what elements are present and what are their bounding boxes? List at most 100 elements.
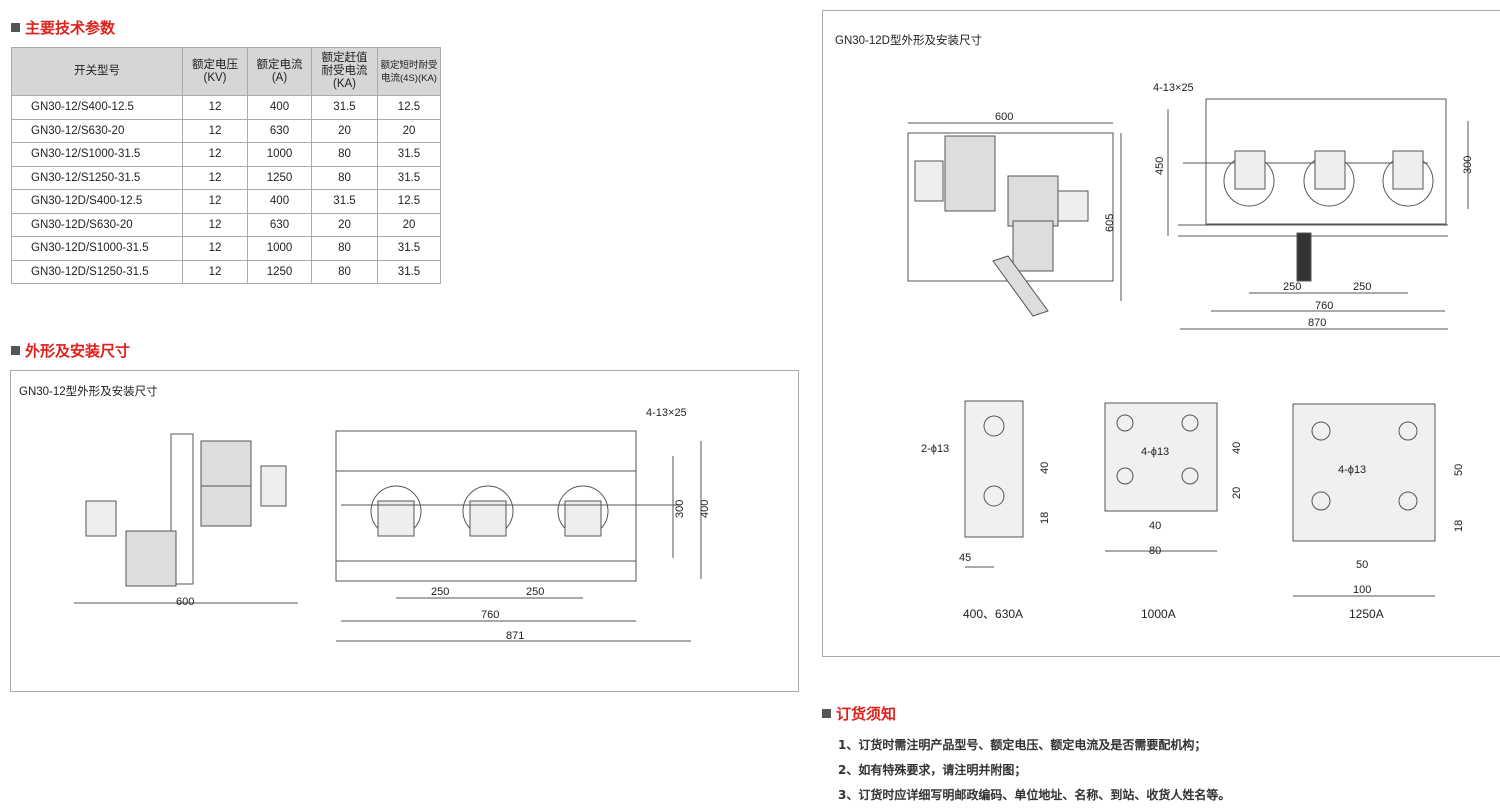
- dim-250: 250: [1353, 281, 1371, 293]
- value-cell: 400: [247, 189, 312, 214]
- terminal-dim: 100: [1353, 584, 1371, 596]
- terminal-dim: 50: [1356, 559, 1368, 571]
- terminal-dim: 18: [1039, 512, 1051, 524]
- bullet-square-icon: [11, 23, 20, 32]
- model-cell: GN30-12/S1250-31.5: [11, 165, 183, 190]
- terminal-label: 1250A: [1349, 607, 1384, 621]
- model-cell: GN30-12/S1000-31.5: [11, 142, 183, 167]
- terminal-dim: 40: [1149, 520, 1161, 532]
- table-header-row: 开关型号额定电压(KV)额定电流(A)额定赶值耐受电流(KA)额定短时耐受电流(…: [11, 47, 441, 96]
- terminal-dim: 40: [1039, 462, 1051, 474]
- terminal-dim: 80: [1149, 545, 1161, 557]
- value-cell: 1000: [247, 236, 312, 261]
- section-title-text: 主要技术参数: [25, 19, 116, 37]
- dim-300: 300: [1462, 156, 1474, 174]
- column-header-line: 额定短时耐受: [380, 59, 438, 71]
- value-cell: 80: [311, 142, 378, 167]
- model-cell: GN30-12D/S630-20: [11, 212, 183, 237]
- dim-250: 250: [526, 586, 544, 598]
- terminal-label: 1000A: [1141, 607, 1176, 621]
- dim-870: 870: [1308, 317, 1326, 329]
- terminal-1250a: 4-ϕ13 50 18 50 100 1250A: [1292, 403, 1465, 621]
- column-header-line: (KA): [333, 78, 356, 90]
- terminal-1000a: 4-ϕ13 40 20 40 80 1000A: [1104, 402, 1243, 621]
- front-frame: [335, 430, 637, 582]
- section-title-outline: 外形及安装尺寸: [11, 340, 130, 361]
- value-cell: 31.5: [377, 165, 441, 190]
- column-header-line: 耐受电流: [321, 65, 368, 77]
- value-cell: 12: [182, 142, 248, 167]
- terminal-dim: 50: [1453, 464, 1465, 476]
- value-cell: 630: [247, 118, 312, 143]
- value-cell: 80: [311, 259, 378, 284]
- drawing-caption: GN30-12D型外形及安装尺寸: [835, 35, 982, 47]
- bullet-square-icon: [822, 709, 831, 718]
- value-cell: 12: [182, 259, 248, 284]
- drawing-panel-gn30-12: GN30-12型外形及安装尺寸 600 4-13×25 300 400 250 …: [10, 370, 799, 692]
- value-cell: 31.5: [377, 236, 441, 261]
- drawing-caption: GN30-12型外形及安装尺寸: [19, 386, 158, 398]
- dim-760: 760: [481, 609, 499, 621]
- value-cell: 20: [311, 118, 378, 143]
- drawing-panel-gn30-12d: GN30-12D型外形及安装尺寸 600 605 4-13×25 450 300…: [822, 10, 1500, 657]
- value-cell: 1250: [247, 259, 312, 284]
- value-cell: 12.5: [377, 95, 441, 120]
- terminal-label: 400、630A: [963, 607, 1023, 621]
- value-cell: 12: [182, 118, 248, 143]
- value-cell: 31.5: [377, 259, 441, 284]
- column-header-line: 额定赶值: [321, 52, 368, 64]
- terminal-holes: 4-ϕ13: [1141, 446, 1169, 458]
- dim-300: 300: [674, 500, 686, 518]
- value-cell: 31.5: [311, 189, 378, 214]
- value-cell: 1000: [247, 142, 312, 167]
- value-cell: 20: [377, 212, 441, 237]
- value-cell: 12.5: [377, 189, 441, 214]
- terminal-holes: 2-ϕ13: [921, 443, 949, 455]
- spec-table: 开关型号额定电压(KV)额定电流(A)额定赶值耐受电流(KA)额定短时耐受电流(…: [11, 47, 441, 284]
- column-header: 额定短时耐受电流(4S)(KA): [377, 47, 441, 96]
- gn30-12-drawing: 600 4-13×25 300 400 250 250 760 871: [74, 407, 711, 642]
- column-header-line: (A): [271, 71, 288, 84]
- section-title-text: 外形及安装尺寸: [25, 342, 131, 360]
- column-header-line: 电流(4S)(KA): [381, 72, 437, 84]
- terminal-400-630a: 2-ϕ13 40 18 45 400、630A: [921, 400, 1051, 621]
- value-cell: 80: [311, 236, 378, 261]
- gn30-12d-drawing: 600 605 4-13×25 450 300 250 250 760 870 …: [907, 82, 1474, 621]
- terminal-dim: 20: [1231, 487, 1243, 499]
- column-header-line: 额定电压: [192, 58, 238, 71]
- terminal-holes: 4-ϕ13: [1338, 464, 1366, 476]
- section-title-text: 订货须知: [836, 705, 897, 723]
- dim-605: 605: [1104, 214, 1116, 232]
- dim-400: 400: [699, 500, 711, 518]
- value-cell: 31.5: [311, 95, 378, 120]
- order-notes: 1、订货时需注明产品型号、额定电压、额定电流及是否需要配机构； 2、如有特殊要求…: [838, 733, 1230, 808]
- terminal-dim: 18: [1453, 520, 1465, 532]
- section-title-order: 订货须知: [822, 703, 896, 724]
- model-cell: GN30-12D/S1250-31.5: [11, 259, 183, 284]
- note-item: 1、订货时需注明产品型号、额定电压、额定电流及是否需要配机构；: [838, 738, 1207, 752]
- value-cell: 31.5: [377, 142, 441, 167]
- model-cell: GN30-12D/S400-12.5: [11, 189, 183, 214]
- model-cell: GN30-12/S630-20: [11, 118, 183, 143]
- note-item: 2、如有特殊要求，请注明并附图；: [838, 763, 1027, 777]
- dim-250: 250: [1283, 281, 1301, 293]
- dim-600: 600: [995, 111, 1013, 123]
- dim-250: 250: [431, 586, 449, 598]
- dim-holes: 4-13×25: [1153, 82, 1194, 94]
- value-cell: 12: [182, 212, 248, 237]
- value-cell: 630: [247, 212, 312, 237]
- dim-600: 600: [176, 596, 194, 608]
- dim-760: 760: [1315, 300, 1333, 312]
- section-title-params: 主要技术参数: [11, 17, 115, 38]
- value-cell: 20: [377, 118, 441, 143]
- dim-holes: 4-13×25: [646, 407, 687, 419]
- model-cell: GN30-12/S400-12.5: [11, 95, 183, 120]
- column-header-line: (KV): [203, 71, 227, 84]
- model-cell: GN30-12D/S1000-31.5: [11, 236, 183, 261]
